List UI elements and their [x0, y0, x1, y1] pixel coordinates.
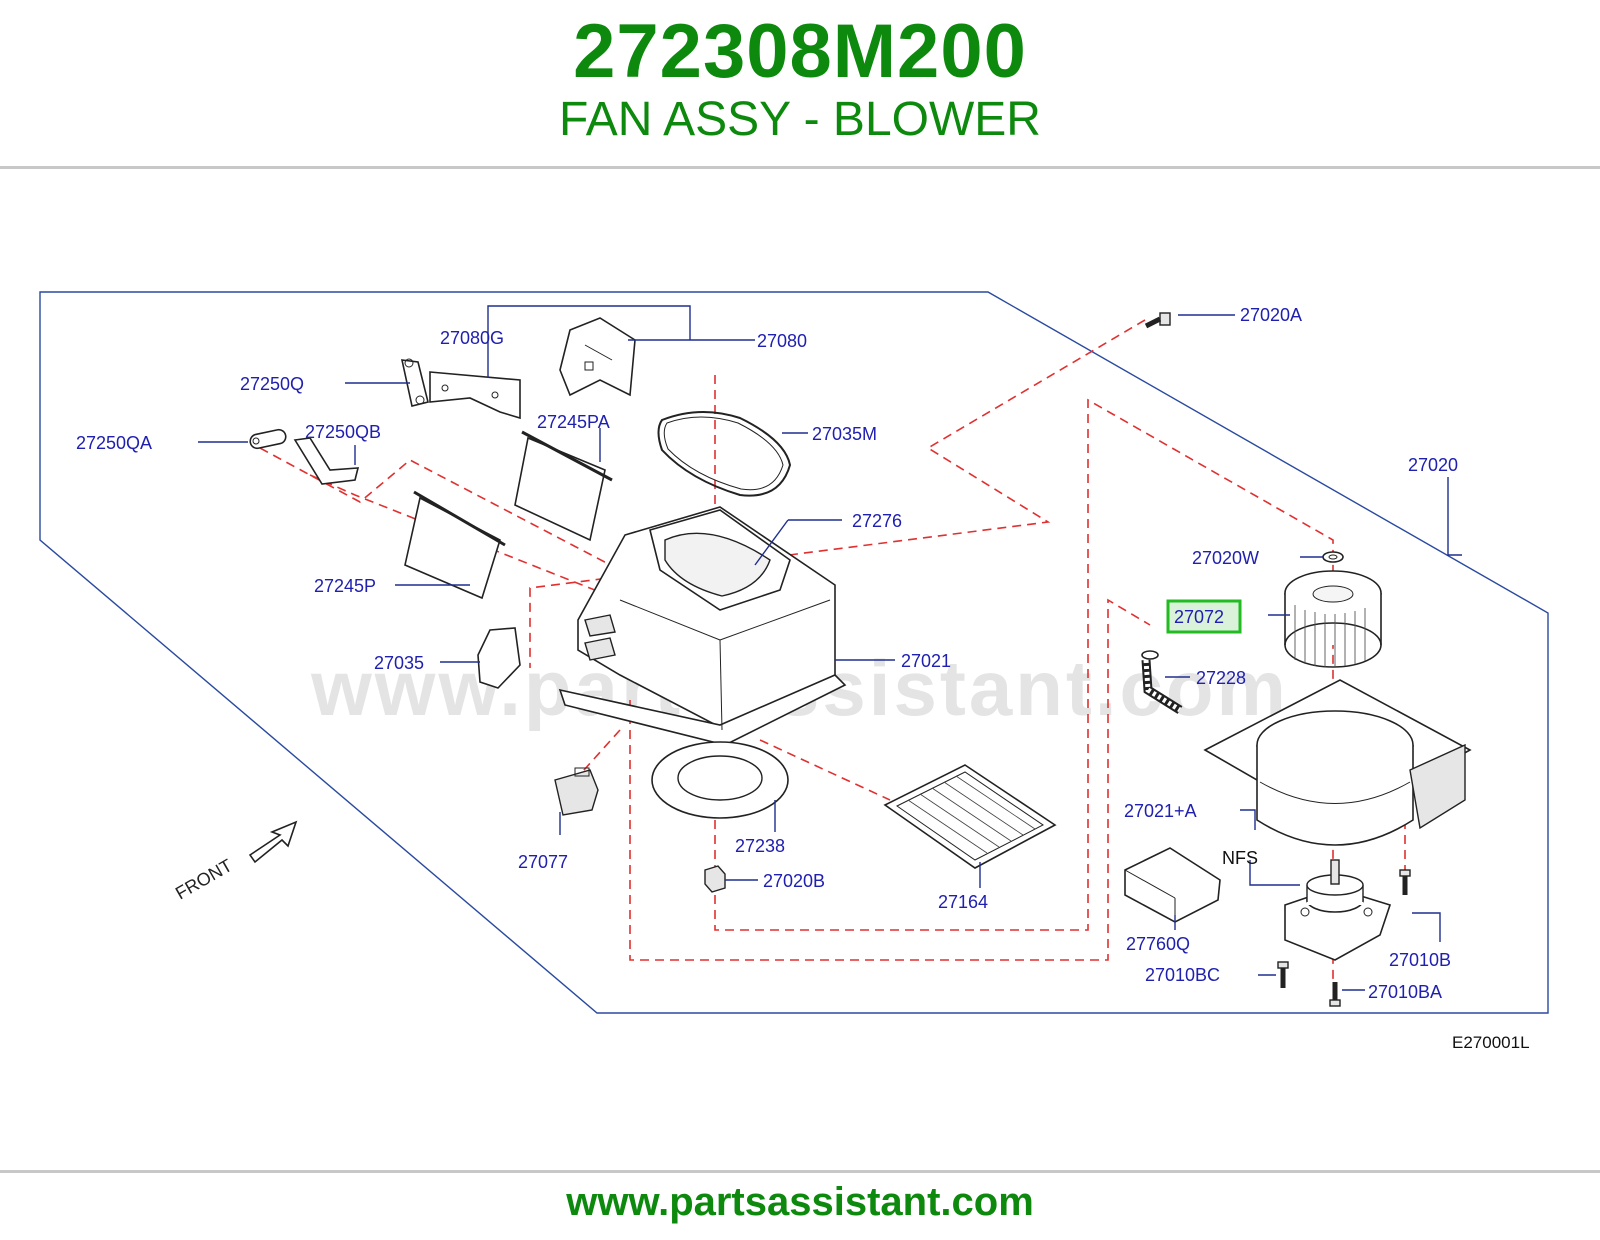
callout-27250QB: 27250QB: [305, 422, 381, 442]
gasket-27035: [477, 627, 521, 689]
callout-27276: 27276: [852, 511, 902, 531]
bracket-27080G: [429, 371, 521, 420]
callout-NFS: NFS: [1222, 848, 1258, 868]
parts-diagram: www.partsassistant.com: [0, 270, 1600, 1080]
callout-27238: 27238: [735, 836, 785, 856]
callout-27021A: 27021+A: [1124, 801, 1197, 821]
front-arrow-icon: [248, 820, 298, 864]
page-header: 272308M200 FAN ASSY - BLOWER: [0, 0, 1600, 170]
callout-27080G: 27080G: [440, 328, 504, 348]
link-27250Q: [400, 358, 429, 407]
callout-27035: 27035: [374, 653, 424, 673]
callout-27020B: 27020B: [763, 871, 825, 891]
assembly-boundary: [39, 291, 1549, 1014]
link-27250QA: [249, 428, 287, 450]
callout-27245P: 27245P: [314, 576, 376, 596]
screw-27010BA: [1329, 982, 1341, 1007]
nut-27020B: [704, 865, 726, 893]
callout-27077: 27077: [518, 852, 568, 872]
callout-27080: 27080: [757, 331, 807, 351]
callout-27250QA: 27250QA: [76, 433, 152, 453]
header-divider: [0, 166, 1600, 169]
diagram-canvas: www.partsassistant.com: [39, 291, 1549, 1052]
part-name-subtitle: FAN ASSY - BLOWER: [559, 93, 1041, 146]
blower-case-27021A: [1203, 679, 1472, 846]
screw-27020A: [1144, 312, 1171, 329]
callout-27020A: 27020A: [1240, 305, 1302, 325]
door-27245PA: [514, 430, 613, 542]
callout-27010BA: 27010BA: [1368, 982, 1442, 1002]
blower-motor: [1284, 859, 1392, 961]
callout-27228: 27228: [1196, 668, 1246, 688]
front-label: FRONT: [172, 855, 236, 903]
part-number-title: 272308M200: [573, 9, 1027, 94]
callout-27020: 27020: [1408, 455, 1458, 475]
module-27760Q: [1124, 847, 1221, 923]
screw-27010B: [1399, 869, 1411, 895]
bracket-27080: [559, 317, 636, 397]
callout-27020W: 27020W: [1192, 548, 1259, 568]
lever-27250QB: [293, 437, 360, 485]
callout-27010BC: 27010BC: [1145, 965, 1220, 985]
callout-27164: 27164: [938, 892, 988, 912]
seal-27035M: [657, 411, 792, 497]
callout-27760Q: 27760Q: [1126, 934, 1190, 954]
hose-27228: [1141, 650, 1183, 714]
callout-27035M: 27035M: [812, 424, 877, 444]
diagram-code: E270001L: [1452, 1033, 1530, 1052]
washer-27020W: [1322, 551, 1344, 563]
filter-27164: [883, 764, 1057, 869]
footer-divider: [0, 1170, 1600, 1173]
intake-housing-27021: [558, 506, 847, 746]
callout-27010B: 27010B: [1389, 950, 1451, 970]
fan-wheel-27072: [1284, 570, 1382, 668]
callout-27250Q: 27250Q: [240, 374, 304, 394]
footer-website-link[interactable]: www.partsassistant.com: [566, 1180, 1034, 1224]
callout-27245PA: 27245PA: [537, 412, 610, 432]
door-27245P: [404, 490, 506, 600]
callout-27021: 27021: [901, 651, 951, 671]
highlight-box-27072: [1166, 599, 1242, 634]
callout-leaders: [198, 305, 1462, 991]
callout-27072: 27072: [1174, 607, 1224, 627]
screw-27010BC: [1277, 961, 1289, 988]
actuator-27077: [554, 767, 599, 816]
ring-27238: [651, 741, 789, 819]
